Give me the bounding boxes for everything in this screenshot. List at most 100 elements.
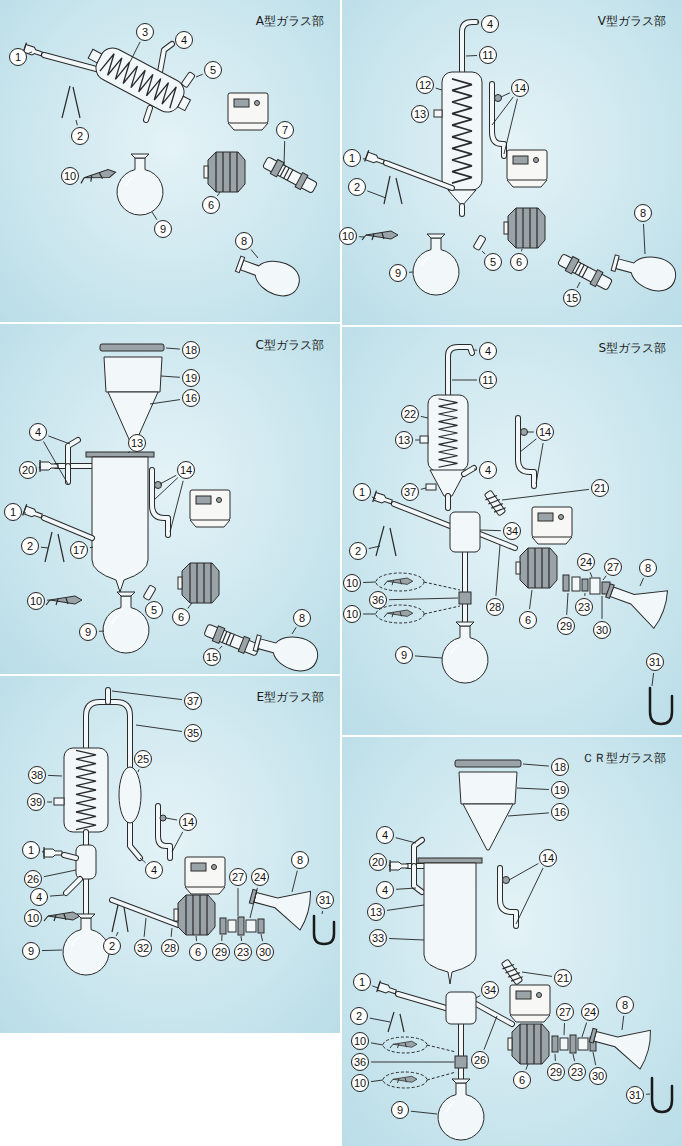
glassware-part (76, 750, 96, 829)
callout-number: 6 (172, 608, 190, 626)
leader-line (577, 282, 580, 288)
glassware-part (383, 1037, 427, 1053)
glassware-part (414, 866, 422, 892)
callout-number: 13 (128, 434, 146, 452)
glassware-part (476, 1004, 512, 1024)
glassware-part (92, 457, 148, 592)
leader-line (369, 546, 380, 549)
glassware-part (376, 605, 424, 623)
leader-line (221, 935, 222, 941)
glassware-part (424, 606, 460, 614)
glassware-part (376, 573, 424, 591)
glassware-part (590, 578, 600, 594)
glassware-part (160, 44, 172, 72)
leader-line (372, 986, 378, 988)
glassware-part (160, 44, 172, 72)
leader-line (501, 93, 510, 97)
callout-number: 19 (551, 781, 569, 799)
callout-number: 33 (369, 929, 387, 947)
leader-line (172, 832, 183, 852)
callout-number: 4 (479, 461, 497, 479)
glassware-part (373, 491, 394, 508)
glassware-part (609, 247, 679, 295)
glassware-part (462, 22, 476, 74)
glassware-part (386, 163, 452, 188)
leader-line (602, 596, 603, 619)
leader-line (116, 932, 118, 936)
leader-line (584, 593, 585, 596)
glassware-part (464, 468, 474, 474)
glassware-part (408, 863, 424, 869)
glassware-part (563, 575, 569, 591)
glassware-part (143, 585, 156, 601)
callout-number: 23 (234, 943, 252, 961)
callout-number: 11 (479, 46, 497, 64)
glassware-part (446, 496, 450, 508)
callout-number: 13 (367, 903, 385, 921)
glassware-part (483, 489, 508, 517)
callout-number: 18 (551, 758, 569, 776)
callout-number: 20 (369, 853, 387, 871)
callout-number: 18 (182, 341, 200, 359)
leader-line (567, 593, 568, 615)
leader-line (128, 451, 130, 453)
callout-number: 1 (4, 503, 22, 521)
panel-title: A型ガラス部 (256, 14, 324, 29)
glassware-part (459, 1024, 463, 1082)
glassware-part (448, 347, 472, 400)
leader-line (603, 576, 606, 580)
leader-line (644, 224, 646, 254)
glassware-part (105, 690, 111, 702)
glass-panel: A型ガラス部 (0, 0, 340, 322)
glassware-part (112, 900, 178, 925)
leader-line (646, 1094, 650, 1095)
callout-number: 4 (145, 861, 163, 879)
callout-number: 16 (551, 803, 569, 821)
callout-number: 12 (416, 76, 434, 94)
glassware-part (492, 84, 504, 156)
callout-number: 5 (204, 61, 222, 79)
callout-number: 24 (577, 553, 595, 571)
glassware-part (439, 399, 458, 467)
glassware-part (220, 918, 226, 934)
glassware-part (390, 860, 408, 872)
leader-line (466, 55, 477, 57)
glassware-part (424, 863, 476, 984)
leader-line (520, 439, 536, 452)
glassware-part (83, 879, 89, 914)
glassware-part (503, 877, 510, 884)
leader-line (516, 868, 543, 924)
glassware-part (458, 1024, 464, 1082)
glassware-part (586, 1016, 653, 1070)
callout-number: 4 (376, 826, 394, 844)
glassware-part (388, 1012, 404, 1032)
glassware-part (178, 96, 191, 110)
leader-line (492, 97, 513, 125)
glassware-part (365, 150, 386, 167)
leader-line (251, 250, 258, 259)
glassware-part (158, 806, 170, 858)
glassware-part (174, 895, 215, 935)
callout-number: 6 (513, 1071, 531, 1089)
leader-line (112, 691, 182, 700)
leader-line (371, 1062, 454, 1063)
leader-line (284, 141, 286, 166)
glassware-part (233, 248, 304, 301)
callout-number: 30 (593, 621, 611, 639)
leader-line (496, 545, 500, 596)
callout-number: 3 (136, 23, 154, 41)
callout-number: 29 (212, 943, 230, 961)
glassware-part (64, 855, 76, 858)
leader-line (44, 442, 69, 485)
glassware-part (146, 108, 150, 120)
leader-line (474, 469, 477, 470)
glassware-part (518, 418, 534, 486)
glassware-part (557, 252, 614, 292)
glassware-part (384, 610, 413, 617)
leader-line (530, 590, 533, 609)
glassware-part (438, 1079, 484, 1140)
leader-line (652, 673, 654, 686)
leader-line (474, 350, 477, 351)
leader-line (152, 212, 157, 220)
leader-line (136, 725, 182, 732)
